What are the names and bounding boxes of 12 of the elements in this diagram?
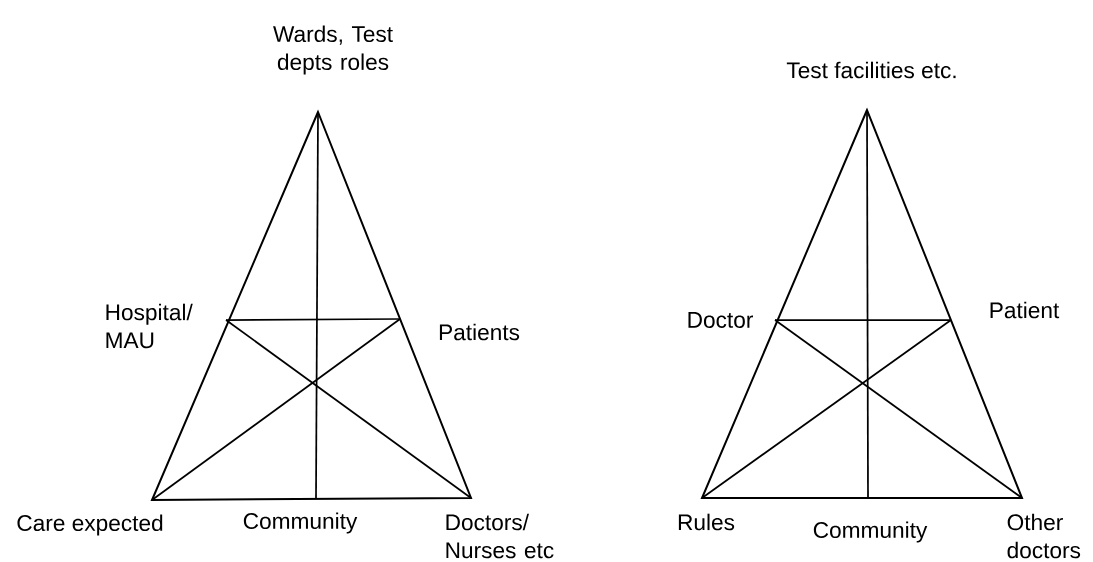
vertex-label: Doctor bbox=[688, 312, 753, 328]
vertex-label: Other doctors bbox=[1007, 513, 1081, 559]
vertex-label: Hospital/ MAU bbox=[106, 303, 193, 349]
vertex-label: Test facilities etc. bbox=[786, 61, 956, 79]
vertex-label: Community bbox=[243, 512, 358, 534]
vertex-label: Rules bbox=[678, 513, 735, 531]
vertex-label: Patient bbox=[990, 301, 1060, 319]
vertex-label: Doctors/ Nurses etc bbox=[446, 513, 554, 559]
vertex-label: Community bbox=[813, 521, 928, 543]
vertex-label: Wards, Test depts roles bbox=[273, 25, 393, 75]
vertex-label: Patients bbox=[439, 323, 520, 341]
vertex-label: Care expected bbox=[17, 514, 163, 536]
